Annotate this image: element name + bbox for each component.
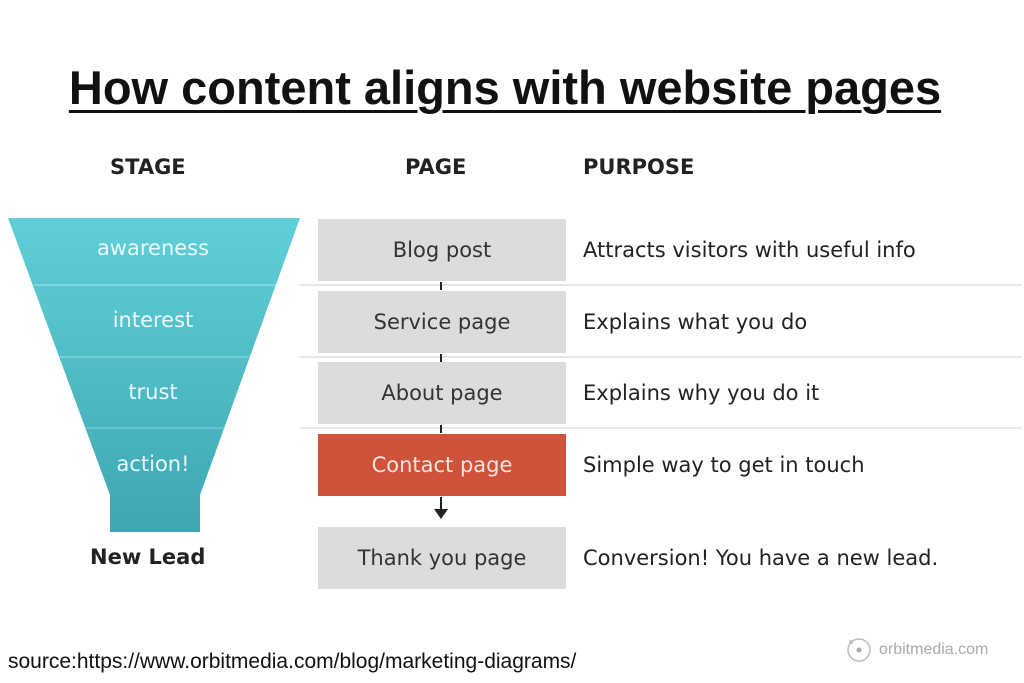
- page-box-about-page: About page: [318, 362, 566, 424]
- connector-tick: [440, 425, 442, 433]
- purpose-text: Attracts visitors with useful info: [583, 238, 916, 262]
- stage-action: action!: [116, 452, 190, 476]
- row-divider: [300, 356, 1022, 358]
- connector-tick: [440, 282, 442, 290]
- purpose-text: Explains why you do it: [583, 381, 820, 405]
- logo-text: orbitmedia.com: [879, 641, 989, 658]
- row-divider: [300, 284, 1022, 286]
- purpose-text: Explains what you do: [583, 310, 808, 334]
- source-caption: source:https://www.orbitmedia.com/blog/m…: [8, 650, 577, 673]
- arrow-down-icon: [434, 497, 448, 519]
- purpose-header: PURPOSE: [583, 155, 695, 179]
- page-box-contact-page: Contact page: [318, 434, 566, 496]
- page-box-service-page: Service page: [318, 291, 566, 353]
- stage-new-lead: New Lead: [90, 545, 206, 569]
- funnel-graphic: [8, 218, 300, 532]
- purpose-text: Conversion! You have a new lead.: [583, 546, 939, 570]
- stage-interest: interest: [112, 308, 194, 332]
- page-header: PAGE: [405, 155, 467, 179]
- orbitmedia-logo: orbitmedia.com: [845, 636, 988, 664]
- page-box-blog-post: Blog post: [318, 219, 566, 281]
- stage-trust: trust: [128, 380, 178, 404]
- stage-awareness: awareness: [96, 236, 210, 260]
- stage-header: STAGE: [110, 155, 186, 179]
- orbit-icon: [847, 638, 871, 662]
- funnel-shape: [8, 218, 300, 532]
- page-box-thank-you-page: Thank you page: [318, 527, 566, 589]
- row-divider: [300, 427, 1022, 429]
- purpose-text: Simple way to get in touch: [583, 453, 865, 477]
- page-title: How content aligns with website pages: [68, 61, 942, 114]
- connector-tick: [440, 354, 442, 362]
